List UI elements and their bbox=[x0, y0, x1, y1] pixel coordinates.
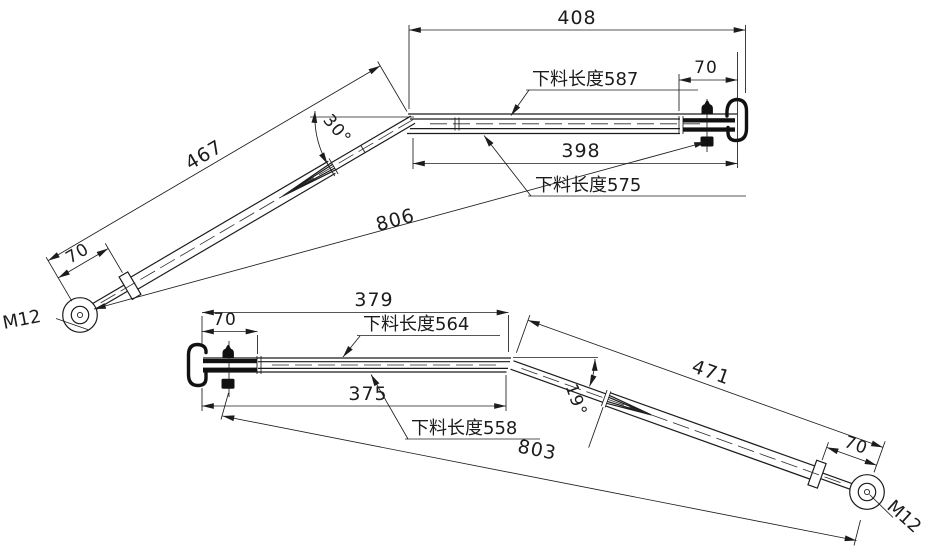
dim-straight-bottom: 375 bbox=[348, 383, 387, 405]
bolt-bottom bbox=[221, 341, 235, 397]
thread-label-bottom: M12 bbox=[883, 496, 926, 537]
dim-eye-offset-bottom: 70 bbox=[841, 432, 870, 459]
flattened-section-bottom bbox=[203, 359, 257, 364]
label-cut-length-long-bottom: 下料长度564 bbox=[363, 314, 469, 335]
bolt-nut-top bbox=[700, 136, 714, 147]
dim-overall-top: 806 bbox=[374, 204, 418, 236]
bolt-top bbox=[700, 99, 714, 152]
dim-end-offset-bottom: 70 bbox=[213, 310, 237, 330]
label-cut-length-long-top: 下料长度587 bbox=[532, 69, 638, 90]
thread-label-top: M12 bbox=[1, 306, 43, 334]
dim-overall-bottom: 803 bbox=[516, 436, 559, 465]
eye-ring-top bbox=[62, 297, 98, 333]
dim-top-straight-top: 408 bbox=[557, 7, 596, 29]
top-slant-assembly: 70 467 bbox=[45, 61, 416, 310]
dim-slant-bottom: 471 bbox=[689, 356, 733, 390]
bolt-nut-bottom bbox=[221, 378, 235, 389]
label-cut-length-short-top: 下料长度575 bbox=[535, 175, 641, 196]
bottom-slant-assembly: 70 471 bbox=[510, 314, 886, 490]
hook-end-top bbox=[725, 97, 749, 143]
label-cut-length-short-bottom: 下料长度558 bbox=[411, 418, 517, 439]
flattened-section-top bbox=[683, 118, 735, 123]
bottom-part: 70 471 bbox=[186, 289, 926, 546]
bottom-horizontal-tube bbox=[186, 341, 511, 397]
top-part: 70 467 bbox=[1, 7, 749, 334]
dim-end-offset-top: 70 bbox=[694, 58, 718, 78]
angle-top: 30° bbox=[319, 111, 356, 149]
dim-top-straight-bottom: 379 bbox=[354, 289, 393, 311]
hook-end-bottom bbox=[186, 342, 208, 388]
dim-straight-top: 398 bbox=[561, 140, 600, 162]
top-dimensions: 408 70 398 下料长度587 下料长度575 806 30° bbox=[1, 7, 746, 334]
bolt-head-bottom bbox=[222, 344, 234, 359]
bottom-dimensions: 379 70 375 下料长度564 下料长度558 803 bbox=[201, 289, 926, 546]
bolt-head-top bbox=[701, 100, 713, 114]
top-horizontal-tube bbox=[407, 97, 749, 152]
